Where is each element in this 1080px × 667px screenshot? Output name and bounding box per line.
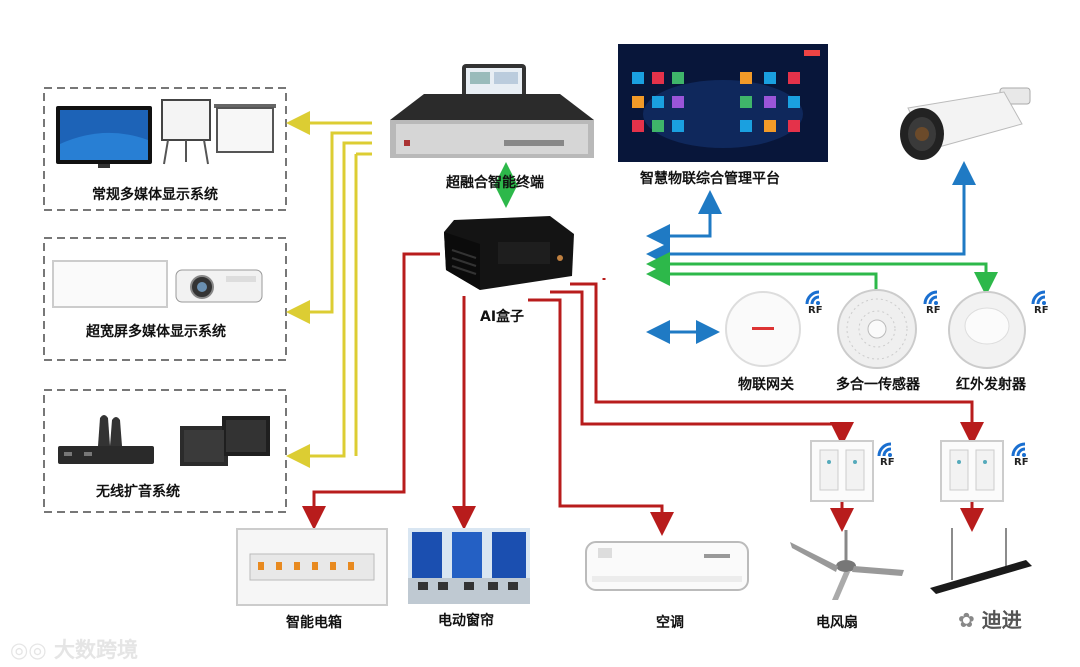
wifi-icon [805,290,820,305]
wifi-icon [923,290,938,305]
ir-emitter-image [948,291,1026,369]
sensor-label-multisensor: 多合一传感器 [836,377,920,393]
group-label-wide: 超宽屏多媒体显示系统 [86,324,226,340]
watermark-left-text: 大数跨境 [53,638,138,662]
wall-switch-light-image [940,440,1004,502]
rf-text: RF [808,305,823,316]
endpoint-label-breaker: 智能电箱 [286,615,342,631]
green-lines [646,252,998,296]
speakers-image [180,416,270,466]
interactive-whiteboard-image [161,99,211,165]
watermark-right: ✿ 迪进 [958,604,1022,633]
wifi-icon [1031,290,1046,305]
wall-switch-fan-image [810,440,874,502]
curtain-room-image [408,528,530,604]
watermark-left: ◎◎ 大数跨境 [10,634,138,664]
sensor-label-gateway: 物联网关 [738,377,794,393]
group-label-audio: 无线扩音系统 [96,484,180,500]
watermark-logo-icon: ◎◎ [10,638,54,662]
wechat-icon: ✿ [958,608,982,632]
yellow-lines [286,111,372,468]
group-box-display [43,87,287,211]
rf-badge-ir-emitter: RF [1030,288,1056,318]
pendant-light-image [930,528,1032,594]
gateway-device-image [725,291,801,367]
platform-screen-image [618,44,828,162]
platform-label: 智慧物联综合管理平台 [640,171,780,187]
endpoint-label-fan: 电风扇 [816,615,858,631]
ai-box-label: AI盒子 [480,309,525,325]
group-label-display: 常规多媒体显示系统 [92,187,218,203]
smart-breaker-box-image [236,528,388,606]
wifi-icon [1011,442,1026,457]
ai-box-image [444,216,574,290]
endpoint-label-ac: 空调 [656,615,684,631]
terminal-device-image [390,64,594,158]
wifi-icon [877,442,892,457]
rf-badge-multisensor: RF [922,288,948,318]
wireless-receiver-image [58,415,154,464]
projection-screen-image [214,104,276,153]
rf-text: RF [880,457,895,468]
red-lines [302,252,984,536]
led-panel-image [52,260,168,308]
rf-text: RF [1014,457,1029,468]
group-box-wide [43,237,287,361]
rf-badge-switch-fan: RF [876,440,902,470]
rf-text: RF [926,305,941,316]
sensor-label-ir-emitter: 红外发射器 [956,377,1026,393]
multi-sensor-image [837,289,917,369]
rf-badge-switch-light: RF [1010,440,1036,470]
terminal-label: 超融合智能终端 [446,175,544,191]
rf-text: RF [1034,305,1049,316]
tv-screen-image [56,106,152,168]
air-conditioner-image [585,541,749,591]
projector-image [175,269,263,303]
ceiling-fan-image [790,530,904,600]
rf-badge-gateway: RF [804,288,830,318]
security-camera-image [900,87,1031,160]
watermark-right-text: 迪进 [981,608,1022,632]
endpoint-label-curtain: 电动窗帘 [438,613,494,629]
